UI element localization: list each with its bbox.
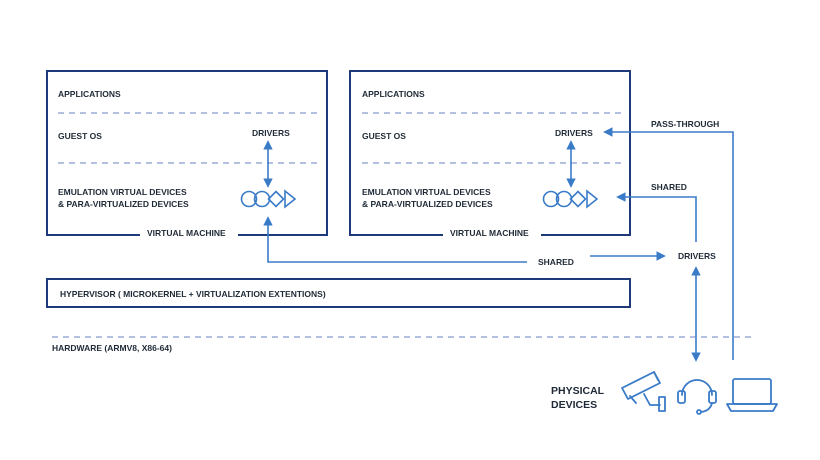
vm-right-emulation-line2: & PARA-VIRTUALIZED DEVICES xyxy=(362,199,493,209)
vm-left-emulation-line1: EMULATION VIRTUAL DEVICES xyxy=(58,187,187,197)
vm-right-emulation-line1: EMULATION VIRTUAL DEVICES xyxy=(362,187,491,197)
pass-through-connector xyxy=(603,127,734,360)
shared-bottom-connector-a xyxy=(263,216,527,263)
headset-icon xyxy=(677,379,717,415)
shared-right-label: SHARED xyxy=(651,182,687,192)
hardware-label: HARDWARE (ARMV8, X86-64) xyxy=(52,343,172,353)
vm-left-caption: VIRTUAL MACHINE xyxy=(147,228,226,238)
vm-left-applications-label: APPLICATIONS xyxy=(58,89,121,99)
vm-left-guest-os-label: GUEST OS xyxy=(58,131,102,141)
physical-devices-line2: DEVICES xyxy=(551,399,597,411)
physical-devices-line1: PHYSICAL xyxy=(551,385,605,397)
hypervisor-label: HYPERVISOR ( MICROKERNEL + VIRTUALIZATIO… xyxy=(60,289,326,299)
vm-left-caption-bg xyxy=(140,226,238,240)
vm-left-drivers-label: DRIVERS xyxy=(252,128,290,138)
hypervisor-box xyxy=(46,278,631,308)
laptop-icon xyxy=(726,378,778,412)
camera-icon xyxy=(621,371,666,412)
host-drivers-label: DRIVERS xyxy=(678,251,716,261)
pass-through-label: PASS-THROUGH xyxy=(651,119,719,129)
shared-right-connector xyxy=(616,192,697,242)
vm-left-emulation-line2: & PARA-VIRTUALIZED DEVICES xyxy=(58,199,189,209)
vm-right-applications-label: APPLICATIONS xyxy=(362,89,425,99)
vm-left-frame xyxy=(46,70,328,236)
vm-right-guest-os-label: GUEST OS xyxy=(362,131,406,141)
vm-right: APPLICATIONS GUEST OS DRIVERS EMULATION … xyxy=(349,70,631,240)
vm-right-caption: VIRTUAL MACHINE xyxy=(450,228,529,238)
vm-left: APPLICATIONS GUEST OS DRIVERS EMULATION … xyxy=(46,70,328,240)
shared-bottom-label: SHARED xyxy=(538,257,574,267)
vm-right-drivers-label: DRIVERS xyxy=(555,128,593,138)
vm-right-caption-bg xyxy=(443,226,541,240)
